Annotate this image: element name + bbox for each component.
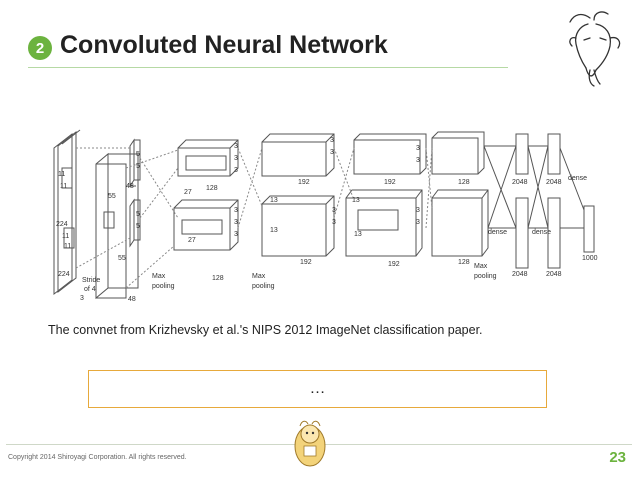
- label-27a: 27: [184, 189, 192, 196]
- label-13b: 13: [270, 227, 278, 234]
- label-192d: 192: [388, 261, 400, 268]
- label-3l: 3: [416, 157, 420, 164]
- label-dense3: dense: [532, 229, 551, 236]
- label-1000: 1000: [582, 255, 598, 262]
- label-3h: 3: [330, 149, 334, 156]
- label-224b: 224: [58, 271, 70, 278]
- dense-layers: [515, 133, 595, 269]
- dense-arrows: [483, 145, 585, 229]
- label-48b: 48: [128, 296, 136, 303]
- conv4-volume: [261, 133, 335, 257]
- label-48a: 48: [126, 183, 134, 190]
- label-dense2: dense: [488, 229, 507, 236]
- label-192c: 192: [384, 179, 396, 186]
- section-number: 2: [35, 39, 45, 57]
- label-128d: 128: [458, 259, 470, 266]
- conv3-volume: [173, 139, 239, 251]
- label-128c: 128: [458, 179, 470, 186]
- conv5-volume: [345, 133, 427, 257]
- section-number-badge: 2: [28, 36, 52, 60]
- label-3k: 3: [416, 145, 420, 152]
- connection-lines: [75, 147, 433, 289]
- header-divider: [28, 67, 508, 68]
- label-2048c: 2048: [512, 271, 528, 278]
- slide-title: Convoluted Neural Network: [60, 31, 388, 59]
- label-of4: of 4: [84, 286, 96, 293]
- label-3j: 3: [332, 219, 336, 226]
- label-5a: 5: [136, 151, 140, 158]
- label-224a: 224: [56, 221, 68, 228]
- ellipsis-text: …: [309, 380, 326, 397]
- label-192a: 192: [298, 179, 310, 186]
- label-3i: 3: [332, 207, 336, 214]
- conv6-volume: [431, 131, 489, 257]
- label-27b: 27: [188, 237, 196, 244]
- label-stride: Stride: [82, 277, 100, 284]
- label-13c: 13: [352, 197, 360, 204]
- label-3c: 3: [234, 167, 238, 174]
- input-volume: [53, 129, 81, 296]
- conv1-volume: [95, 152, 139, 300]
- ellipsis-box: …: [88, 370, 547, 408]
- goat-logo-icon: [569, 11, 621, 87]
- label-11b: 11: [60, 183, 67, 190]
- label-3f: 3: [234, 231, 238, 238]
- label-max3b: pooling: [474, 273, 497, 280]
- diagram-caption: The convnet from Krizhevsky et al.'s NIP…: [48, 323, 483, 337]
- label-13a: 13: [270, 197, 278, 204]
- conv2-volume: [129, 138, 141, 248]
- label-5c: 5: [136, 211, 140, 218]
- alexnet-architecture-diagram: 11 11 224 11 11 224 Stride of 4 3 55 55 …: [53, 129, 598, 303]
- label-3d: 3: [234, 207, 238, 214]
- label-max2a: Max: [252, 273, 266, 280]
- mascot-icon: [294, 420, 326, 467]
- label-3a: 3: [234, 143, 238, 150]
- label-max1a: Max: [152, 273, 166, 280]
- label-11d: 11: [64, 243, 71, 250]
- label-dense1: dense: [568, 175, 587, 182]
- label-5d: 5: [136, 223, 140, 230]
- label-11a: 11: [58, 171, 65, 178]
- label-max1b: pooling: [152, 283, 175, 290]
- label-2048b: 2048: [546, 179, 562, 186]
- label-3m: 3: [416, 207, 420, 214]
- label-3n: 3: [416, 219, 420, 226]
- copyright-text: Copyright 2014 Shiroyagi Corporation. Al…: [8, 454, 187, 461]
- label-3: 3: [80, 295, 84, 302]
- label-2048d: 2048: [546, 271, 562, 278]
- label-5b: 5: [136, 163, 140, 170]
- label-3b: 3: [234, 155, 238, 162]
- label-max3a: Max: [474, 263, 488, 270]
- label-128b: 128: [212, 275, 224, 282]
- label-2048a: 2048: [512, 179, 528, 186]
- label-192b: 192: [300, 259, 312, 266]
- label-11c: 11: [62, 233, 69, 240]
- label-55b: 55: [118, 255, 126, 262]
- label-55a: 55: [108, 193, 116, 200]
- label-max2b: pooling: [252, 283, 275, 290]
- label-128a: 128: [206, 185, 218, 192]
- page-number: 23: [609, 449, 626, 466]
- label-3e: 3: [234, 219, 238, 226]
- label-13d: 13: [354, 231, 362, 238]
- label-3g: 3: [330, 137, 334, 144]
